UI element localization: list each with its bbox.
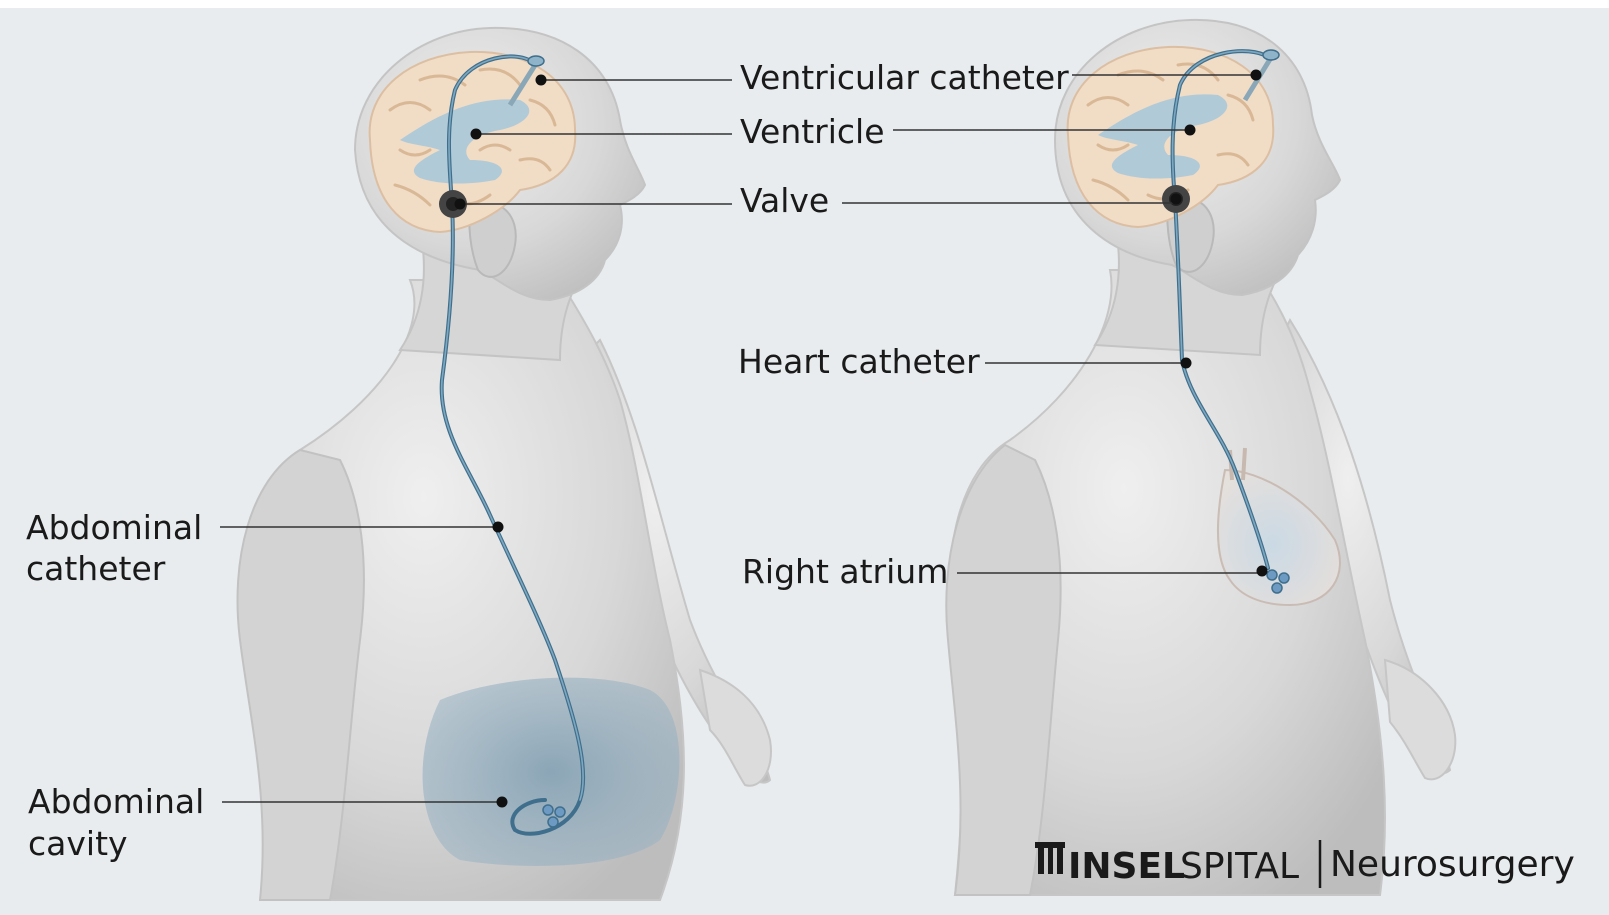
left-abdominal-fluid bbox=[423, 678, 680, 866]
valve-marker-right bbox=[1171, 194, 1182, 205]
heart-catheter-marker bbox=[1181, 358, 1192, 369]
ventricular-catheter-marker-right bbox=[1251, 70, 1262, 81]
valve-marker-left bbox=[455, 199, 466, 210]
abdominal-cavity-label-line1: Abdominal bbox=[28, 782, 204, 821]
heart-catheter-label: Heart catheter bbox=[738, 342, 980, 381]
right-catheter-tip bbox=[1263, 50, 1279, 60]
ventricular-catheter-marker-left bbox=[536, 75, 547, 86]
valve-label: Valve bbox=[740, 181, 829, 220]
right-atrium-marker bbox=[1257, 566, 1268, 577]
inselspital-emblem-icon bbox=[1035, 842, 1065, 874]
abdominal-catheter-marker bbox=[493, 522, 504, 533]
logo-name-light: SPITAL bbox=[1180, 846, 1299, 887]
abdominal-catheter-label-line1: Abdominal bbox=[26, 508, 202, 547]
ventricular-catheter-label: Ventricular catheter bbox=[740, 58, 1069, 97]
left-catheter-tip bbox=[528, 56, 544, 66]
ventricle-label: Ventricle bbox=[740, 112, 885, 151]
abdominal-cavity-label-line2: cavity bbox=[28, 824, 128, 863]
logo-name-bold: INSEL bbox=[1068, 846, 1185, 887]
ventricle-marker-left bbox=[471, 129, 482, 140]
abdominal-catheter-label-line2: catheter bbox=[26, 549, 166, 588]
abdominal-cavity-marker bbox=[497, 797, 508, 808]
logo-department: Neurosurgery bbox=[1330, 844, 1575, 885]
ventricle-marker-right bbox=[1185, 125, 1196, 136]
right-atrium-label: Right atrium bbox=[742, 552, 948, 591]
